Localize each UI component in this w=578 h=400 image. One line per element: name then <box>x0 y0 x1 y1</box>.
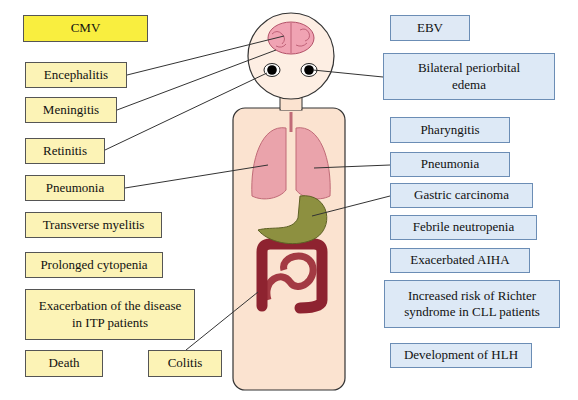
box-label: Encephalitis <box>44 67 108 83</box>
box-label: Transverse myelitis <box>43 217 145 233</box>
ebv-effect-box: Febrile neutropenia <box>390 215 537 240</box>
box-label: Febrile neutropenia <box>413 219 514 235</box>
ebv-effect-box: Gastric carcinoma <box>390 183 533 208</box>
neck-fill <box>281 104 301 110</box>
box-label: Pneumonia <box>46 180 105 196</box>
body-outline <box>233 108 345 390</box>
cmv-effect-box: Encephalitis <box>25 62 127 88</box>
cmv-effect-box: Pneumonia <box>25 175 125 201</box>
box-label: Pharyngitis <box>420 122 479 138</box>
colon <box>262 244 322 308</box>
ebv-effect-box: Exacerbated AIHA <box>390 248 530 273</box>
box-label: Meningitis <box>43 102 99 118</box>
ebv-effect-box: Increased risk of Richter syndrome in CL… <box>384 280 560 328</box>
box-label: Death <box>48 355 79 371</box>
box-label: Prolonged cytopenia <box>40 257 147 273</box>
ebv-heading-box: EBV <box>390 15 470 41</box>
box-label: Bilateral periorbital edema <box>409 60 529 93</box>
cmv-heading-box: CMV <box>23 15 148 42</box>
box-label: Gastric carcinoma <box>414 187 509 203</box>
stomach <box>258 196 327 244</box>
box-label: Retinitis <box>43 143 87 159</box>
box-label: EBV <box>417 20 443 36</box>
cmv-effect-box: Meningitis <box>25 97 117 123</box>
box-label: CMV <box>71 20 101 36</box>
cmv-effect-box: Exacerbation of the disease in ITP patie… <box>25 289 195 340</box>
cmv-effect-box: Prolonged cytopenia <box>25 252 163 278</box>
box-label: Exacerbated AIHA <box>410 252 509 268</box>
eyes <box>264 64 317 77</box>
box-label: Development of HLH <box>404 347 518 363</box>
ebv-effect-box: Pharyngitis <box>390 117 510 143</box>
ebv-effect-box: Development of HLH <box>390 343 532 368</box>
cmv-effect-box: Retinitis <box>25 138 105 164</box>
ebv-effect-box: Bilateral periorbital edema <box>383 53 555 100</box>
box-label: Exacerbation of the disease in ITP patie… <box>38 298 182 331</box>
ebv-effect-box: Pneumonia <box>390 152 510 177</box>
box-label: Increased risk of Richter syndrome in CL… <box>399 288 545 321</box>
box-label: Pneumonia <box>421 156 480 172</box>
cmv-effect-box: Transverse myelitis <box>25 212 162 238</box>
lungs <box>252 112 330 199</box>
cmv-effect-box: Death <box>25 350 103 377</box>
cmv-effect-box: Colitis <box>148 350 222 377</box>
box-label: Colitis <box>168 355 203 371</box>
